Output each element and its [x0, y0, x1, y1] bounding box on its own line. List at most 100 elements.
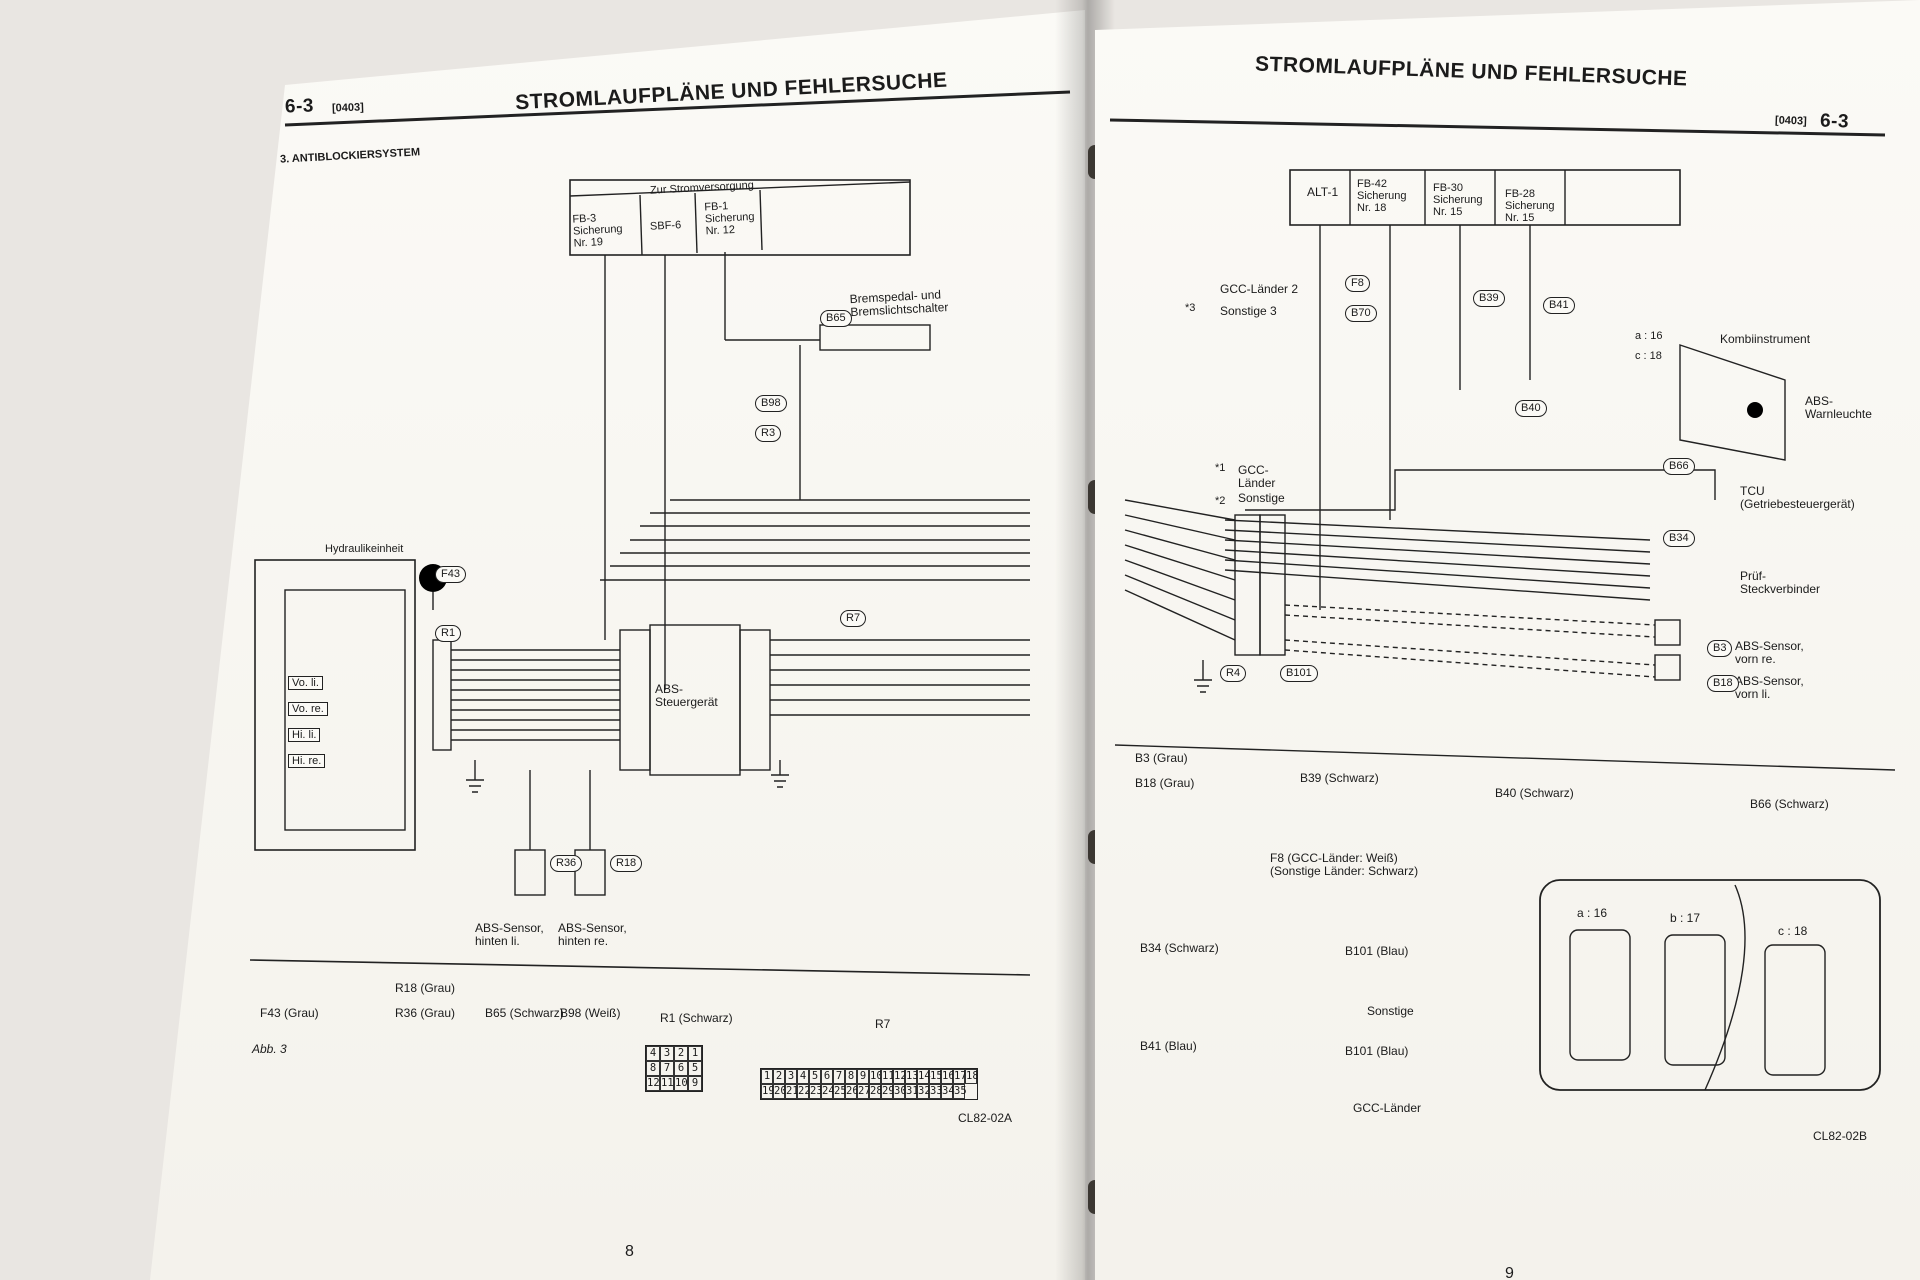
left-page-code: [0403] — [331, 101, 364, 115]
connector-b39: B39 — [1473, 290, 1505, 307]
left-section-number: 6-3 — [284, 95, 315, 118]
pin-label: 16 — [941, 1069, 955, 1084]
pin-label: 21 — [785, 1084, 799, 1099]
supply-col-sbf6: SBF-6 — [649, 219, 682, 233]
right-page: STROMLAUFPLÄNE UND FEHLERSUCHE [0403] 6-… — [1095, 0, 1920, 1280]
legend-r1: R1 (Schwarz) — [660, 1011, 733, 1025]
connector-f8: F8 — [1345, 275, 1370, 292]
pin-label: 22 — [797, 1084, 811, 1099]
front-right-sensor-label: ABS-Sensor, vorn re. — [1735, 639, 1804, 667]
left-page: 6-3 [0403] STROMLAUFPLÄNE UND FEHLERSUCH… — [150, 10, 1085, 1280]
kombi-pin-c: c : 18 — [1635, 350, 1662, 362]
valve-label-hi-re: Hi. re. — [288, 754, 326, 769]
cluster-label-a: a : 16 — [1577, 906, 1608, 920]
pin-label: 15 — [929, 1069, 943, 1084]
pin-label: 2 — [674, 1046, 688, 1061]
connector-r7: R7 — [840, 610, 867, 627]
legend-b40: B40 (Schwarz) — [1495, 786, 1574, 800]
pin-label: 17 — [953, 1069, 967, 1084]
right-wiring-diagram — [1109, 118, 1896, 1091]
gcc-note2-marker1: *1 — [1215, 462, 1226, 474]
pin-label: 9 — [857, 1069, 869, 1084]
legend-b101a: B101 (Blau) — [1345, 944, 1409, 958]
pin-label: 6 — [674, 1061, 688, 1076]
legend-b3: B3 (Grau) — [1135, 751, 1188, 765]
pin-label: 1 — [761, 1069, 773, 1084]
right-figure-code: CL82-02B — [1813, 1129, 1868, 1143]
pin-label: 35 — [953, 1084, 967, 1099]
pin-label: 20 — [773, 1084, 787, 1099]
legend-r18: R18 (Grau) — [395, 981, 456, 995]
valve-label-vo-li: Vo. li. — [288, 676, 323, 691]
pin-label: 5 — [688, 1061, 702, 1076]
connector-r36: R36 — [550, 855, 583, 872]
gcc-note-marker: *3 — [1185, 302, 1196, 314]
pin-label: 27 — [857, 1084, 871, 1099]
supply-col-alt1: ALT-1 — [1307, 185, 1339, 199]
supply-col-fb42: FB-42 Sicherung Nr. 18 — [1357, 178, 1407, 215]
connector-f43: F43 — [435, 566, 466, 583]
gcc-note-line1: GCC-Länder 2 — [1220, 282, 1299, 296]
gcc-note-line2: Sonstige 3 — [1220, 304, 1277, 318]
pin-label: 31 — [905, 1084, 919, 1099]
left-figure-code: CL82-02A — [958, 1111, 1013, 1125]
connector-r18: R18 — [610, 855, 643, 872]
connector-r1-pinout: 4 3 2 1 8 7 6 5 12 11 10 9 — [645, 1045, 703, 1092]
cluster-label-c: c : 18 — [1778, 924, 1808, 938]
pin-label: 2 — [773, 1069, 785, 1084]
tcu-label: TCU (Getriebesteuergerät) — [1740, 484, 1855, 512]
connector-b34: B34 — [1663, 530, 1695, 547]
pin-label: 10 — [869, 1069, 883, 1084]
gcc-note2-line1: GCC-Länder — [1238, 463, 1276, 491]
pin-label: 3 — [785, 1069, 797, 1084]
pin-label: 7 — [833, 1069, 845, 1084]
pin-label: 12 — [893, 1069, 907, 1084]
kombi-label: Kombiinstrument — [1720, 332, 1811, 346]
pin-label: 1 — [688, 1046, 702, 1061]
supply-col-fb30: FB-30 Sicherung Nr. 15 — [1433, 182, 1483, 219]
connector-b40: B40 — [1515, 400, 1547, 417]
connector-b98: B98 — [755, 395, 787, 412]
legend-r7: R7 — [875, 1017, 891, 1031]
connector-r7-pinout: 1 2 3 4 5 6 7 8 9 10 11 12 13 14 15 16 1… — [760, 1068, 979, 1100]
connector-b101: B101 — [1280, 665, 1318, 682]
pin-label: 29 — [881, 1084, 895, 1099]
pin-label: 30 — [893, 1084, 907, 1099]
hydraulic-unit-label: Hydraulikeinheit — [325, 543, 404, 555]
pin-label: 9 — [688, 1076, 702, 1091]
pin-label: 10 — [674, 1076, 688, 1091]
rear-left-sensor-label: ABS-Sensor, hinten li. — [475, 921, 544, 949]
figure-label: Abb. 3 — [252, 1042, 287, 1056]
pin-label: 33 — [929, 1084, 943, 1099]
legend-f43: F43 (Grau) — [260, 1006, 319, 1020]
legend-f8: F8 (GCC-Länder: Weiß) (Sonstige Länder: … — [1270, 851, 1419, 879]
left-page-number: 8 — [625, 1243, 634, 1260]
legend-b18: B18 (Grau) — [1135, 776, 1195, 790]
ecu-label: ABS-Steuergerät — [655, 682, 718, 710]
pin-label: 25 — [833, 1084, 847, 1099]
legend-b66: B66 (Schwarz) — [1750, 797, 1829, 811]
pin-label: 18 — [965, 1069, 979, 1084]
pin-label: 12 — [646, 1076, 660, 1091]
pin-label: 32 — [917, 1084, 931, 1099]
pin-label: 14 — [917, 1069, 931, 1084]
pin-label: 13 — [905, 1069, 919, 1084]
legend-b41: B41 (Blau) — [1140, 1039, 1197, 1053]
legend-r36: R36 (Grau) — [395, 1006, 456, 1020]
connector-b18: B18 — [1707, 675, 1739, 692]
pin-label: 3 — [660, 1046, 674, 1061]
pin-label: 4 — [797, 1069, 809, 1084]
gcc-note2-marker2: *2 — [1215, 495, 1226, 507]
pin-label: 24 — [821, 1084, 835, 1099]
pin-label: 5 — [809, 1069, 821, 1084]
legend-b101b-sub: GCC-Länder — [1353, 1101, 1422, 1115]
pin-label: 26 — [845, 1084, 859, 1099]
legend-b101a-sub: Sonstige — [1367, 1004, 1414, 1018]
pin-label: 8 — [646, 1061, 660, 1076]
pin-label: 28 — [869, 1084, 883, 1099]
connector-r4: R4 — [1220, 665, 1247, 682]
legend-b34: B34 (Schwarz) — [1140, 941, 1219, 955]
cluster-label-b: b : 17 — [1670, 911, 1701, 925]
pin-label: 11 — [660, 1076, 674, 1091]
